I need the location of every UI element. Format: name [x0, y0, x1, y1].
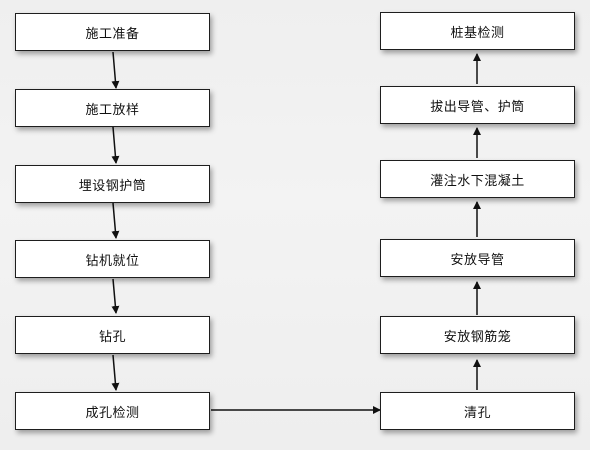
step-place-rebar-cage: 安放钢筋笼: [380, 316, 575, 354]
step-label: 灌注水下混凝土: [430, 173, 525, 189]
arrow-4-5: [111, 278, 120, 314]
step-hole-inspection: 成孔检测: [15, 392, 210, 430]
step-survey-layout: 施工放样: [15, 89, 210, 127]
step-label: 成孔检测: [85, 405, 140, 421]
step-label: 钻机就位: [85, 253, 140, 269]
step-drilling: 钻孔: [15, 316, 210, 354]
arrow-3-4: [111, 202, 120, 239]
step-rig-positioning: 钻机就位: [15, 240, 210, 278]
step-pile-inspection: 桩基检测: [380, 12, 575, 50]
step-embed-steel-casing: 埋设钢护筒: [15, 165, 210, 203]
step-hole-cleaning: 清孔: [380, 392, 575, 430]
step-label: 施工准备: [85, 26, 140, 42]
arrow-1-2: [111, 51, 120, 89]
step-label: 埋设钢护筒: [78, 178, 147, 194]
step-label: 安放钢筋笼: [443, 329, 512, 345]
step-label: 安放导管: [450, 252, 505, 268]
step-label: 清孔: [463, 405, 491, 421]
step-pour-underwater-concrete: 灌注水下混凝土: [380, 160, 575, 198]
step-label: 钻孔: [98, 329, 126, 345]
step-label: 施工放样: [85, 102, 140, 118]
arrow-2-3: [111, 126, 120, 164]
step-place-tremie-pipe: 安放导管: [380, 239, 575, 277]
arrow-5-6: [111, 354, 120, 391]
step-construction-prep: 施工准备: [15, 13, 210, 51]
step-label: 桩基检测: [450, 25, 505, 41]
step-remove-pipe-casing: 拔出导管、护筒: [380, 86, 575, 124]
step-label: 拔出导管、护筒: [430, 99, 525, 115]
